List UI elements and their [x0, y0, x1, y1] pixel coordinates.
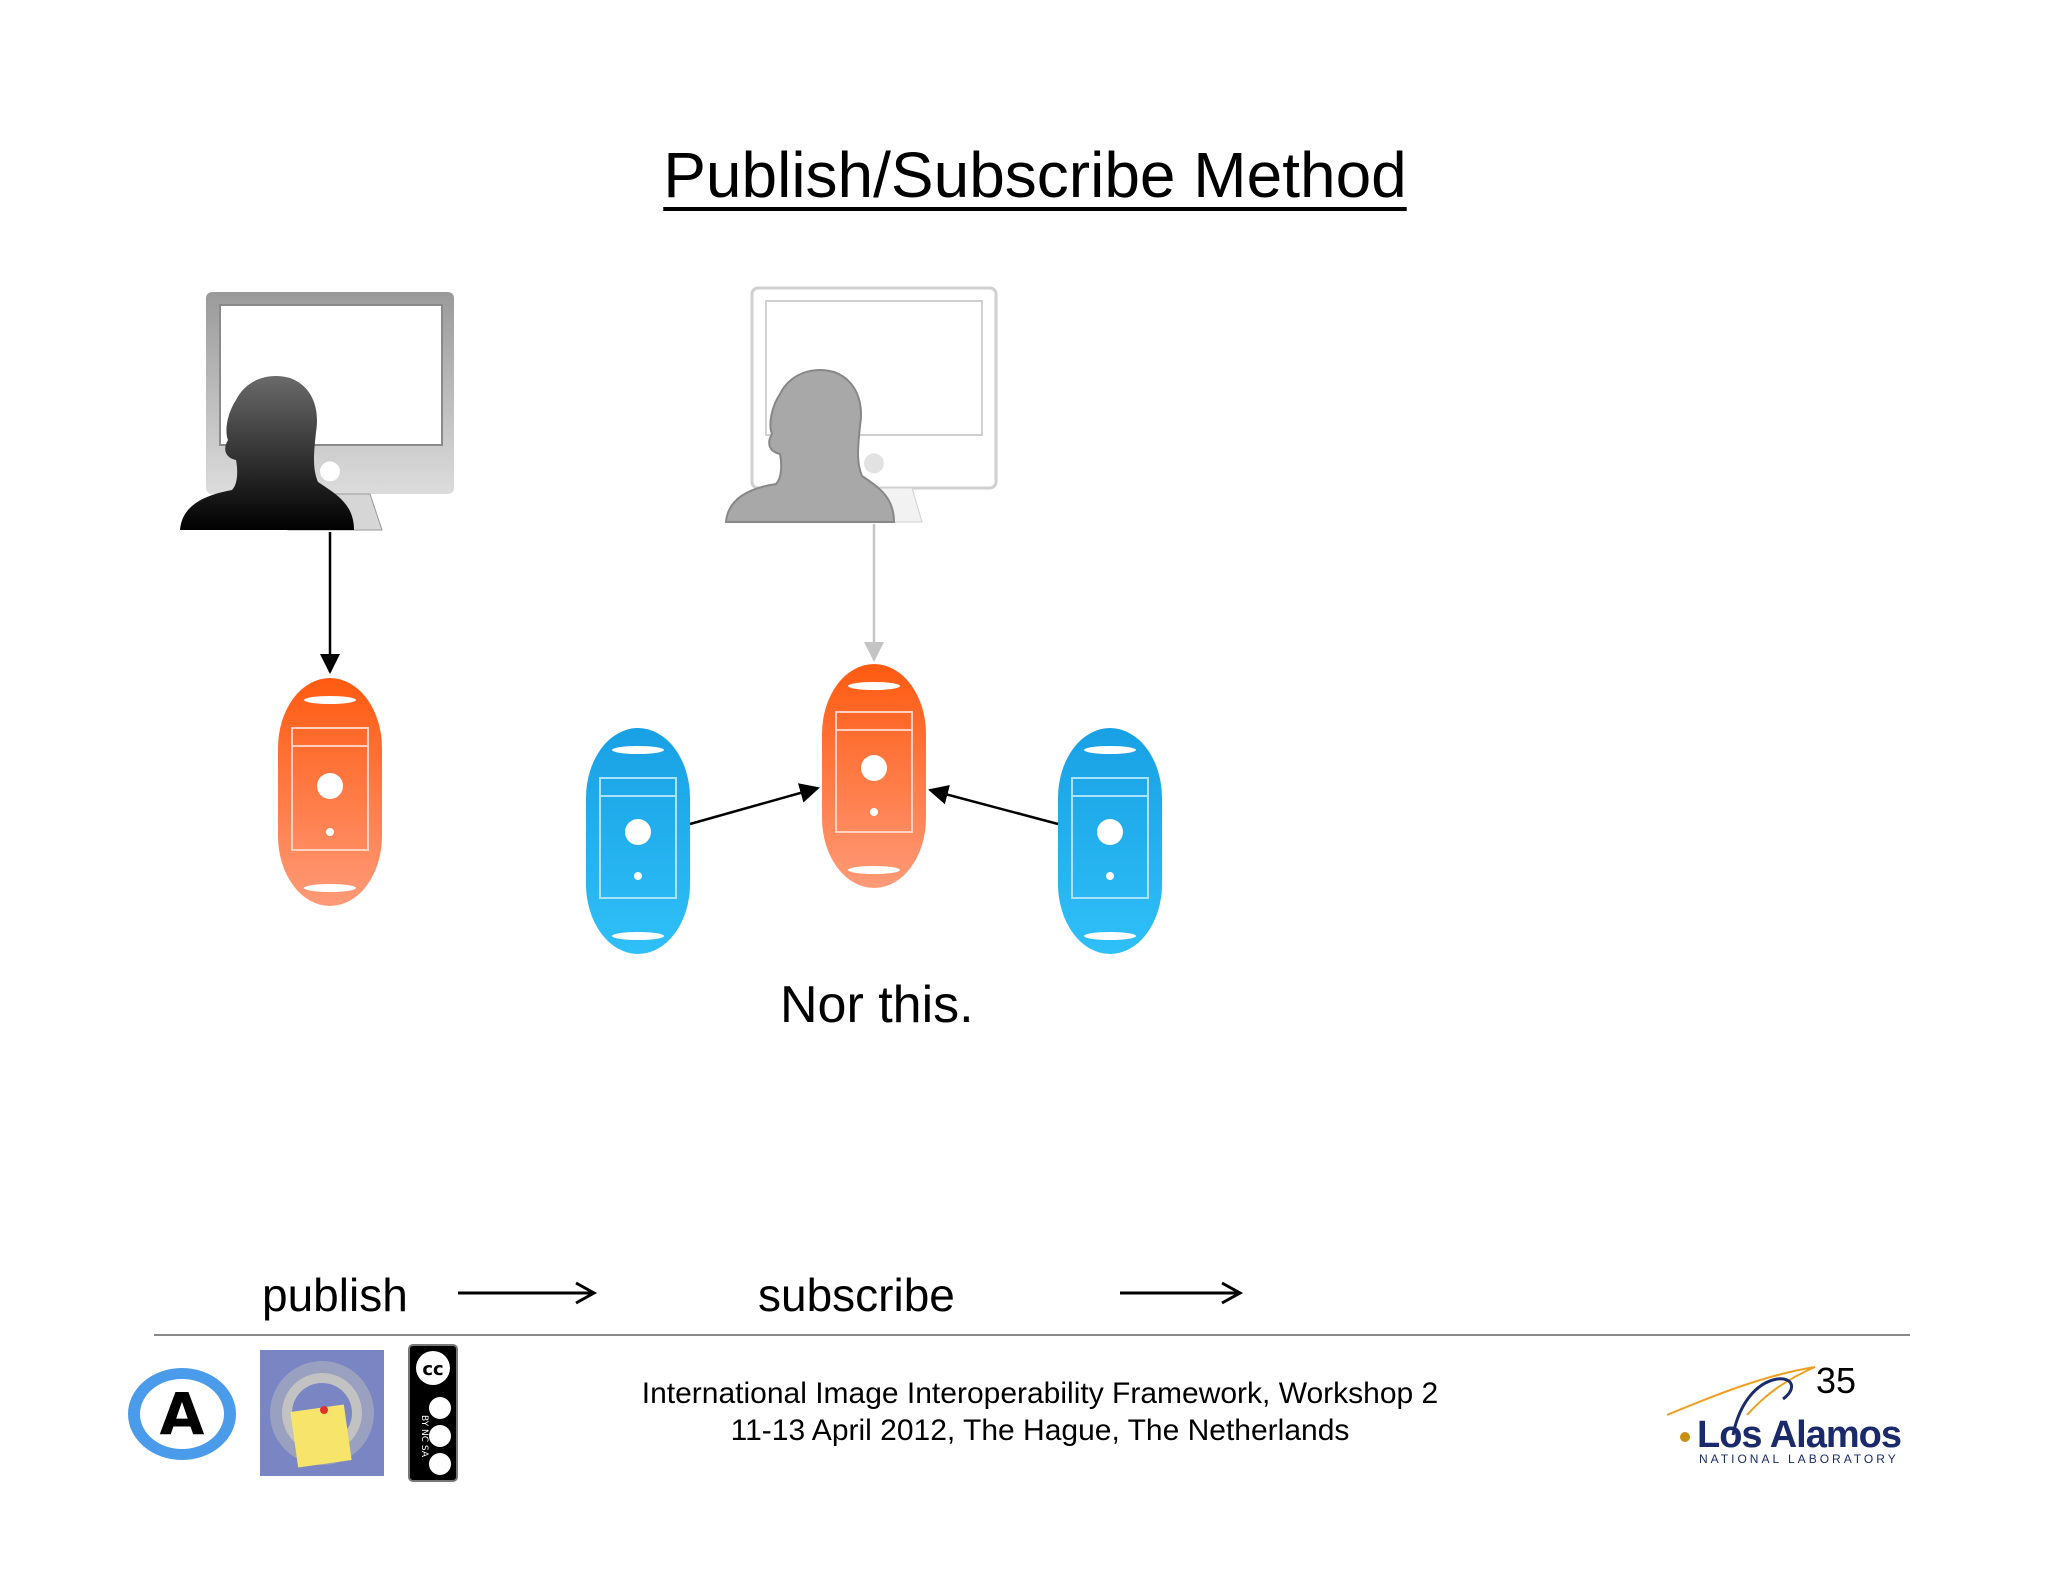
legend-publish-arrow — [458, 1281, 598, 1305]
creative-commons-license-icon: cc BY NC SA — [408, 1344, 458, 1482]
user-silhouette-icon — [724, 369, 896, 523]
svg-text:Los Alamos: Los Alamos — [1697, 1414, 1901, 1456]
svg-text:NATIONAL LABORATORY: NATIONAL LABORATORY — [1699, 1452, 1899, 1465]
subscribe-arrow — [689, 783, 820, 826]
footer-line-1: International Image Interoperability Fra… — [641, 1377, 1439, 1410]
slide-caption: Nor this. — [780, 976, 974, 1034]
footer-line-2: 11-13 April 2012, The Hague, The Netherl… — [730, 1414, 1350, 1447]
publisher-server — [278, 678, 382, 906]
svg-text:BY NC SA: BY NC SA — [419, 1415, 429, 1458]
los-alamos-logo: Los Alamos NATIONAL LABORATORY — [1666, 1366, 1902, 1465]
legend-subscribe-arrow — [1120, 1281, 1244, 1305]
svg-text:A: A — [160, 1380, 205, 1448]
footer-divider — [154, 1334, 1910, 1336]
hub-server — [822, 664, 926, 888]
subscribe-arrow — [928, 784, 1059, 826]
page-number: 35 — [1816, 1360, 1857, 1401]
legend-publish-label: publish — [262, 1269, 408, 1321]
footer-text: International Image Interoperability Fra… — [560, 1375, 1520, 1449]
subscriber-computer: ● — [724, 286, 998, 523]
svg-text:cc: cc — [422, 1359, 443, 1380]
sticky-note-logo — [260, 1350, 384, 1476]
apple-logo-icon: ● — [863, 447, 886, 477]
apple-logo-icon: ● — [319, 455, 342, 485]
legend-subscribe-label: subscribe — [758, 1269, 955, 1321]
annotation-a-logo: A — [128, 1368, 236, 1460]
subscriber-server-right — [1058, 728, 1162, 954]
slide-title: Publish/Subscribe Method — [663, 139, 1407, 211]
user-silhouette-icon — [180, 376, 354, 530]
publisher-computer: ● — [180, 292, 454, 531]
subscriber-server-left — [586, 728, 690, 954]
